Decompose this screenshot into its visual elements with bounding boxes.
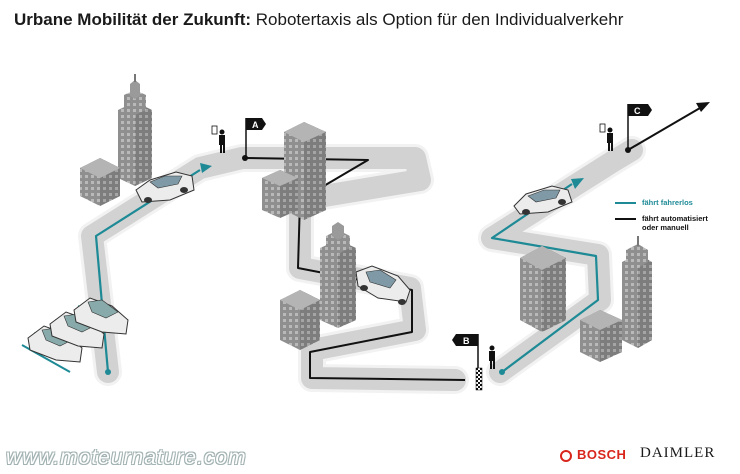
- daimler-logo: DAIMLER: [640, 445, 716, 461]
- legend-manual-line2: oder manuell: [642, 223, 689, 232]
- flag-c-label: C: [634, 106, 641, 116]
- flag-c: C: [627, 104, 652, 148]
- person-a: [211, 125, 225, 153]
- flag-a-label: A: [252, 120, 259, 130]
- route-manual-2: [627, 107, 701, 151]
- route-manual-1: [244, 157, 466, 381]
- bosch-logo: BOSCH: [560, 447, 626, 462]
- page-title: Urbane Mobilität der Zukunft: Robotertax…: [14, 10, 623, 30]
- point-a-dot: [242, 155, 248, 161]
- skyscraper-left: [118, 74, 152, 186]
- route-driverless-2: [490, 183, 600, 373]
- bosch-ring-icon: [560, 450, 572, 462]
- route-start-dot: [105, 369, 111, 375]
- title-rest: Robotertaxis als Option für den Individu…: [251, 10, 624, 29]
- building-left-small: [80, 158, 120, 206]
- skyscraper-center: [320, 222, 356, 328]
- flag-b: B: [452, 334, 479, 368]
- bosch-logo-text: BOSCH: [577, 447, 627, 462]
- building-right-small: [580, 310, 622, 362]
- robotaxi-car-3: [513, 185, 573, 215]
- skyscraper-right: [622, 236, 652, 348]
- driverless-arrow-head-2: [571, 178, 584, 189]
- person-c: [599, 123, 613, 151]
- robotaxi-car-1: [135, 171, 195, 203]
- legend-manual: fährt automatisiert oder manuell: [642, 214, 708, 232]
- driverless-arrow-head: [200, 163, 212, 173]
- robotaxi-car-2: [355, 265, 411, 305]
- parked-car-3: [73, 297, 129, 335]
- watermark: www.moteurnature.com: [6, 446, 247, 469]
- point-c-dot: [625, 147, 631, 153]
- flag-b-label: B: [463, 336, 470, 346]
- legend-manual-line1: fährt automatisiert: [642, 214, 708, 223]
- flag-a: A: [245, 118, 266, 156]
- title-bold: Urbane Mobilität der Zukunft:: [14, 10, 252, 29]
- finish-line: [475, 367, 483, 391]
- building-center-low: [280, 290, 320, 350]
- point-b-dot: [499, 369, 505, 375]
- legend-driverless-label: fährt fahrerlos: [642, 198, 693, 207]
- building-center-small: [262, 170, 298, 218]
- building-right-large: [520, 246, 566, 332]
- manual-arrow-head: [696, 102, 710, 112]
- legend-driverless: fährt fahrerlos: [642, 198, 693, 207]
- person-b: [489, 345, 495, 369]
